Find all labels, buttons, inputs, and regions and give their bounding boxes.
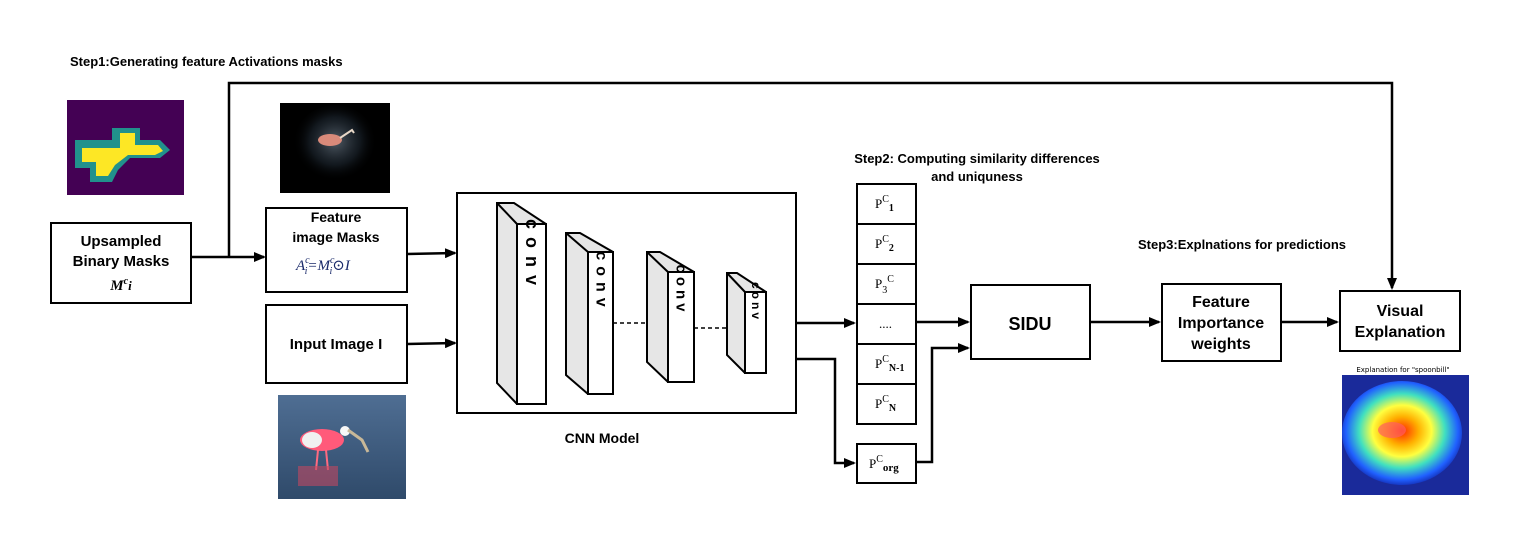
weights-label-2: Importance (1178, 315, 1264, 332)
sidu-label: SIDU (1008, 314, 1051, 334)
activation-mask-image (67, 100, 184, 195)
binary-masks-label-1: Upsampled (81, 233, 162, 250)
explanation-caption: Explanation for "spoonbill" (1356, 366, 1449, 374)
prediction-cell (856, 183, 917, 225)
prediction-label: PC2 (875, 234, 894, 254)
weights-label-1: Feature (1192, 294, 1250, 311)
cnn-model-box: conv conv conv conv (456, 192, 797, 414)
explanation-heatmap-image: Explanation for "spoonbill" (1342, 366, 1469, 495)
prediction-label: P3C (875, 274, 894, 296)
step3-title: Step3:Explnations for predictions (1138, 237, 1346, 252)
sidu-box: SIDU (970, 284, 1091, 360)
visual-label-2: Explanation (1355, 324, 1446, 341)
conv-layer-4-label: conv (749, 282, 763, 322)
conv-layer-2: conv (565, 232, 614, 395)
binary-masks-label-2: Binary Masks (73, 253, 170, 270)
connectors (191, 81, 1397, 468)
feature-masks-label-1: Feature (311, 209, 362, 225)
conv-layer-3: conv (646, 251, 695, 383)
binary-masks-symbol: Mci (109, 276, 132, 294)
input-bird-image (278, 395, 406, 499)
conv-layer-4: conv (726, 272, 767, 374)
prediction-cell (856, 223, 917, 265)
prediction-label: PC1 (875, 194, 894, 214)
prediction-label: .... (879, 316, 892, 331)
prediction-label: PCN-1 (875, 354, 904, 374)
binary-masks-box: Upsampled Binary Masks Mci (50, 222, 192, 304)
step2-title-line1: Step2: Computing similarity differences (854, 151, 1100, 166)
input-image-box: Input Image I (265, 304, 408, 384)
prediction-org-box: PCorg (856, 443, 917, 484)
feature-masks-label-2: image Masks (292, 229, 379, 245)
conv-layer-3-label: conv (673, 264, 690, 315)
conv-layer-1: conv (496, 202, 547, 405)
visual-explanation-box: Visual Explanation (1339, 290, 1461, 352)
input-image-label: Input Image I (290, 336, 383, 353)
prediction-cell (856, 303, 917, 345)
weights-label-3: weights (1190, 336, 1251, 353)
prediction-cell (856, 343, 917, 385)
visual-label-1: Visual (1377, 303, 1424, 320)
conv-layer-2-label: conv (593, 251, 610, 312)
feature-mask-image (280, 103, 390, 193)
step2-title-line2: and uniquness (931, 169, 1023, 184)
conv-layer-1-label: conv (522, 219, 542, 293)
prediction-org-label: PCorg (869, 454, 899, 474)
importance-weights-box: Feature Importance weights (1161, 283, 1282, 362)
prediction-cell (856, 383, 917, 425)
step1-title: Step1:Generating feature Activations mas… (70, 54, 343, 69)
cnn-model-label: CNN Model (565, 430, 640, 446)
prediction-label: PCN (875, 394, 897, 414)
